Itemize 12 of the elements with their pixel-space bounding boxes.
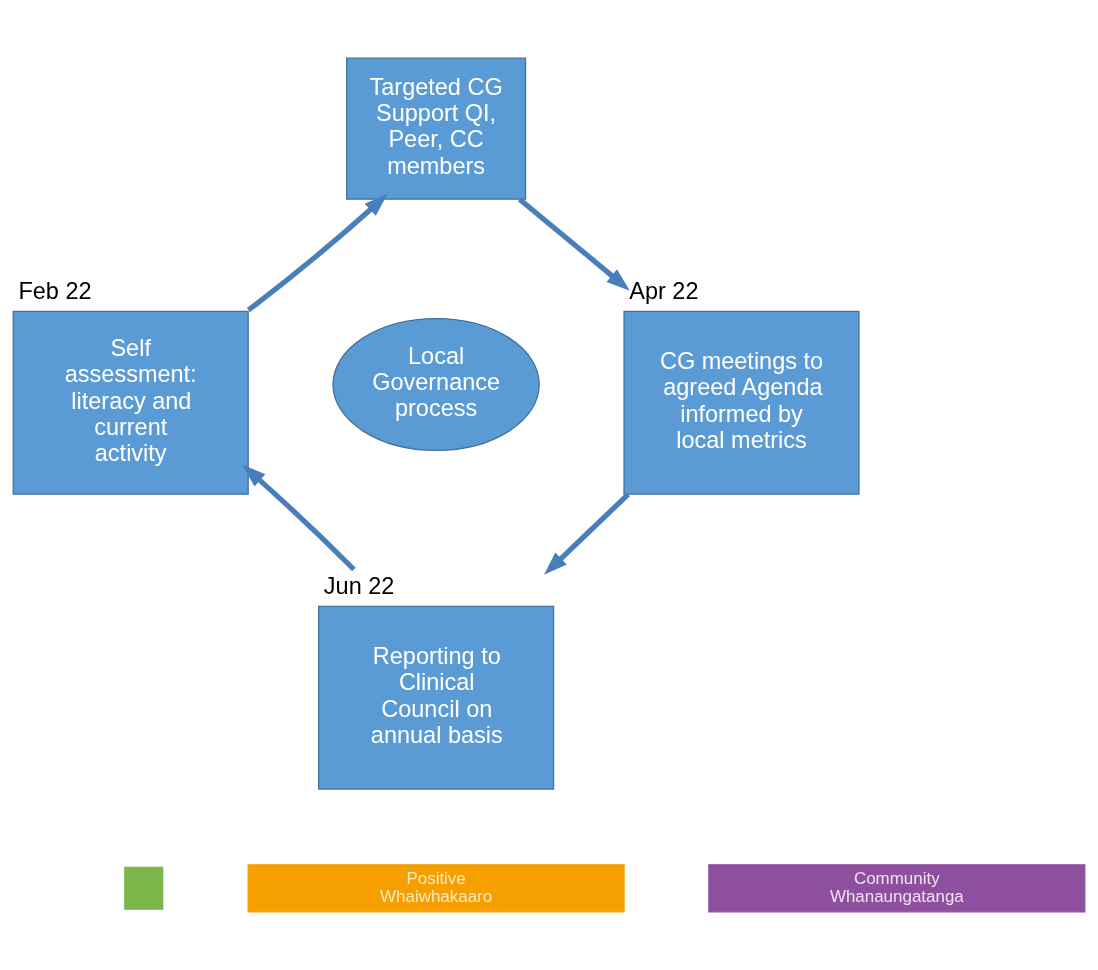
node-label: Feb 22 bbox=[18, 277, 92, 304]
node-box: Positive Whaiwhakaaro bbox=[247, 864, 625, 913]
node-bar bbox=[124, 866, 164, 910]
arrow bbox=[242, 464, 356, 572]
arrow bbox=[544, 492, 631, 575]
node-label: Apr 22 bbox=[629, 277, 699, 304]
arrow bbox=[517, 197, 630, 291]
node-box: Targeted CG Support QI, Peer, CC members bbox=[346, 57, 527, 200]
node-label: Jun 22 bbox=[323, 572, 395, 599]
node-box: Community Whanaungatanga bbox=[708, 864, 1086, 913]
node-ellipse: Local Governance process bbox=[332, 317, 540, 452]
arrow bbox=[246, 193, 388, 313]
